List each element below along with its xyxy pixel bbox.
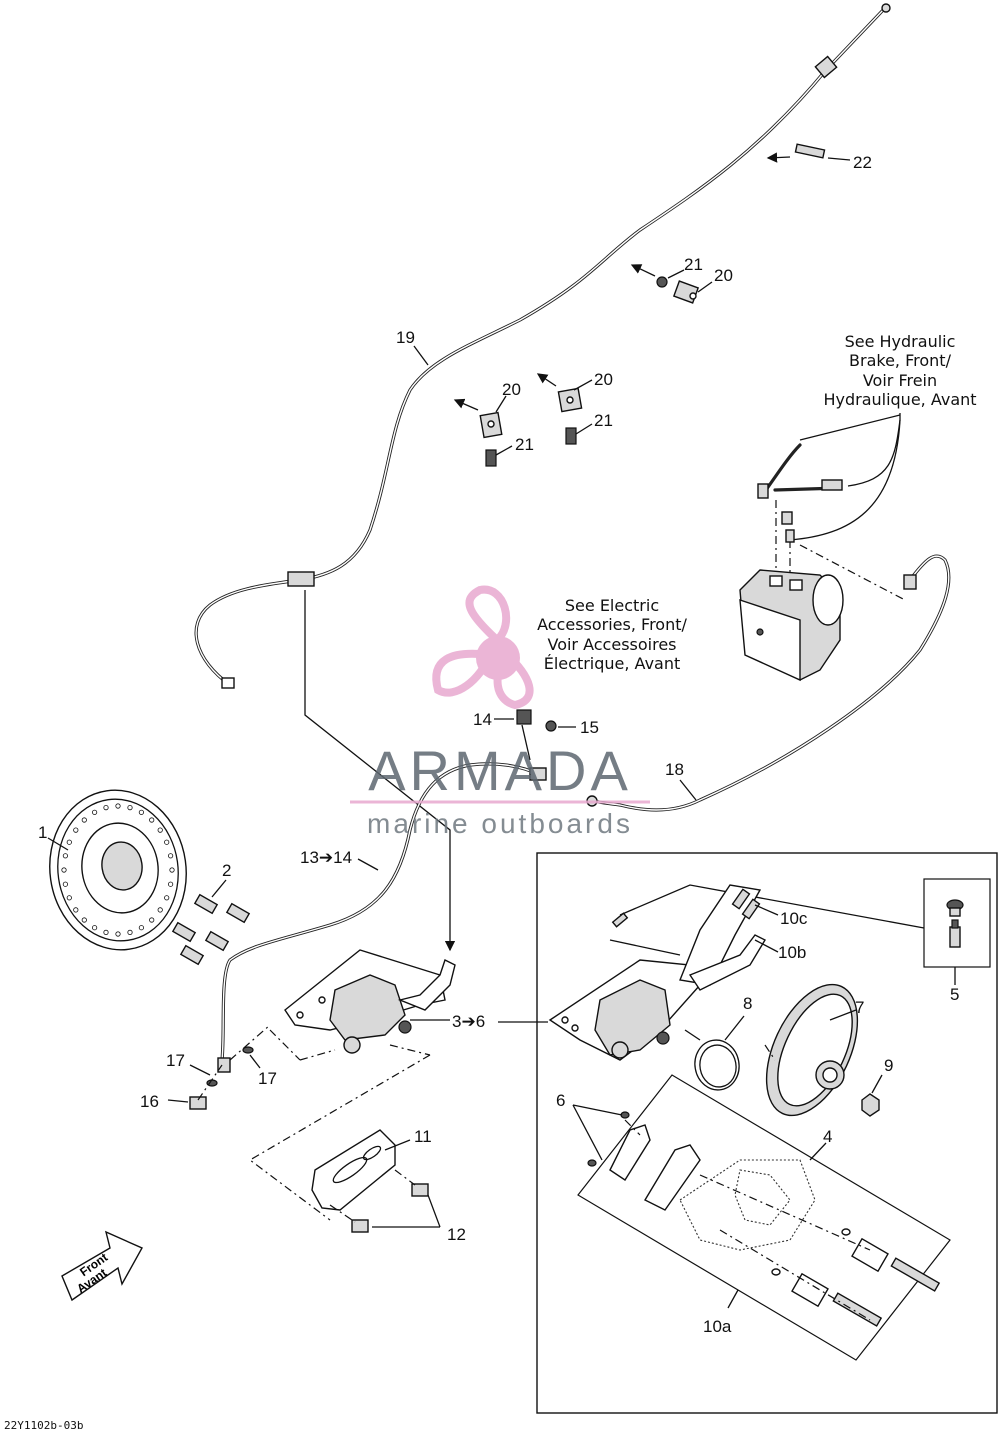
disc-hole — [81, 817, 87, 823]
front-arrow-text: Front Avant — [74, 1250, 110, 1296]
watermark-brand: ARMADA — [368, 739, 632, 802]
label-10b: 10b — [778, 943, 806, 962]
part-2-bolts — [171, 879, 251, 966]
note-electric-line-4: Électrique, Avant — [544, 654, 681, 673]
label-16: 16 — [140, 1092, 159, 1111]
label-20-right: 20 — [594, 370, 613, 389]
disc-hole — [66, 839, 72, 845]
label-7: 7 — [855, 998, 864, 1017]
label-21-right: 21 — [594, 411, 613, 430]
label-3-6: 3➔6 — [452, 1012, 485, 1031]
brake-line-18 — [586, 554, 951, 812]
part-8-spring — [684, 1015, 745, 1091]
disc-hole — [61, 867, 67, 873]
part-7-cover — [764, 983, 859, 1117]
part-20-21-clip-right — [536, 373, 593, 445]
detail-box — [498, 852, 998, 1414]
diagram-code: 22Y1102b-03b — [4, 1419, 83, 1432]
disc-hole — [62, 881, 69, 887]
disc-hole — [92, 809, 98, 815]
label-4: 4 — [823, 1127, 832, 1146]
note-hydraulic-line-4: Hydraulique, Avant — [823, 390, 976, 409]
disc-hole — [62, 853, 69, 859]
disc-hole — [66, 895, 72, 901]
label-8: 8 — [743, 994, 752, 1013]
label-10a: 10a — [703, 1317, 732, 1336]
label-20-left: 20 — [502, 380, 521, 399]
note-electric-line-3: Voir Accessoires — [547, 635, 676, 654]
disc-hole — [149, 817, 155, 823]
label-21-top: 21 — [684, 255, 703, 274]
part-11-bracket — [248, 1054, 441, 1233]
part-22-bolt — [766, 143, 851, 163]
disc-hole — [138, 809, 144, 815]
disc-hole — [103, 804, 109, 811]
disc-hole — [138, 925, 144, 931]
disc-hole — [81, 917, 87, 923]
part-1-brake-disc — [49, 789, 187, 951]
note-electric-line-1: See Electric — [565, 596, 659, 615]
parking-brake-cable — [194, 3, 891, 952]
disc-hole — [115, 931, 121, 937]
disc-hole — [115, 803, 121, 809]
disc-hole — [149, 917, 155, 923]
watermark: ARMADA marine outboards — [350, 585, 650, 839]
part-labels: 1 2 3➔6 4 5 6 7 8 9 10a 10b 10c 11 12 13… — [38, 153, 959, 1336]
disc-hole — [92, 925, 98, 931]
label-20-top: 20 — [714, 266, 733, 285]
abs-module — [739, 569, 844, 682]
label-5: 5 — [950, 985, 959, 1004]
disc-hole — [168, 881, 174, 887]
disc-hole — [169, 867, 175, 873]
label-22: 22 — [853, 153, 872, 172]
disc-hole — [168, 853, 174, 859]
disc-hole — [157, 827, 163, 833]
label-6: 6 — [556, 1091, 565, 1110]
disc-hole — [103, 929, 109, 936]
label-17-left: 17 — [166, 1051, 185, 1070]
disc-hole — [164, 839, 170, 845]
brake-hose-13-14 — [220, 709, 557, 1062]
label-1: 1 — [38, 823, 47, 842]
parts-16-17-fittings — [167, 1024, 271, 1110]
watermark-tagline: marine outboards — [367, 808, 633, 839]
front-direction-arrow — [61, 1230, 143, 1302]
part-4-detail — [572, 1074, 951, 1361]
detail-caliper — [548, 884, 779, 1061]
label-10c: 10c — [780, 909, 808, 928]
disc-hole — [73, 827, 79, 833]
caliper-assembly-left — [269, 949, 456, 1061]
note-hydraulic-line-1: See Hydraulic — [845, 332, 956, 351]
label-21-left: 21 — [515, 435, 534, 454]
part-9-nut — [861, 1074, 883, 1117]
disc-holes — [61, 803, 175, 937]
note-hydraulic-line-3: Voir Frein — [863, 371, 937, 390]
label-19: 19 — [396, 328, 415, 347]
label-2: 2 — [222, 861, 231, 880]
propeller-logo — [432, 585, 534, 710]
label-18: 18 — [665, 760, 684, 779]
disc-hole — [164, 895, 170, 901]
label-13-14: 13➔14 — [300, 848, 352, 867]
disc-hole — [73, 907, 79, 913]
disc-hole — [157, 907, 163, 913]
label-12: 12 — [447, 1225, 466, 1244]
part-20-21-clip-left — [453, 395, 513, 467]
hydraulic-lines-upper — [757, 413, 906, 601]
disc-hole — [127, 804, 133, 811]
label-17-right: 17 — [258, 1069, 277, 1088]
note-electric-line-2: Accessories, Front/ — [537, 615, 687, 634]
note-electric-accessories: See Electric Accessories, Front/ Voir Ac… — [537, 596, 687, 673]
label-11: 11 — [414, 1127, 432, 1146]
note-hydraulic-line-2: Brake, Front/ — [849, 351, 952, 370]
label-15: 15 — [580, 718, 599, 737]
note-hydraulic-brake: See Hydraulic Brake, Front/ Voir Frein H… — [823, 332, 976, 409]
label-14: 14 — [473, 710, 492, 729]
part-5-bleeder-fittings — [946, 899, 964, 948]
part-20-21-clip-top — [630, 264, 713, 304]
disc-hole — [127, 929, 133, 936]
label-9: 9 — [884, 1056, 893, 1075]
